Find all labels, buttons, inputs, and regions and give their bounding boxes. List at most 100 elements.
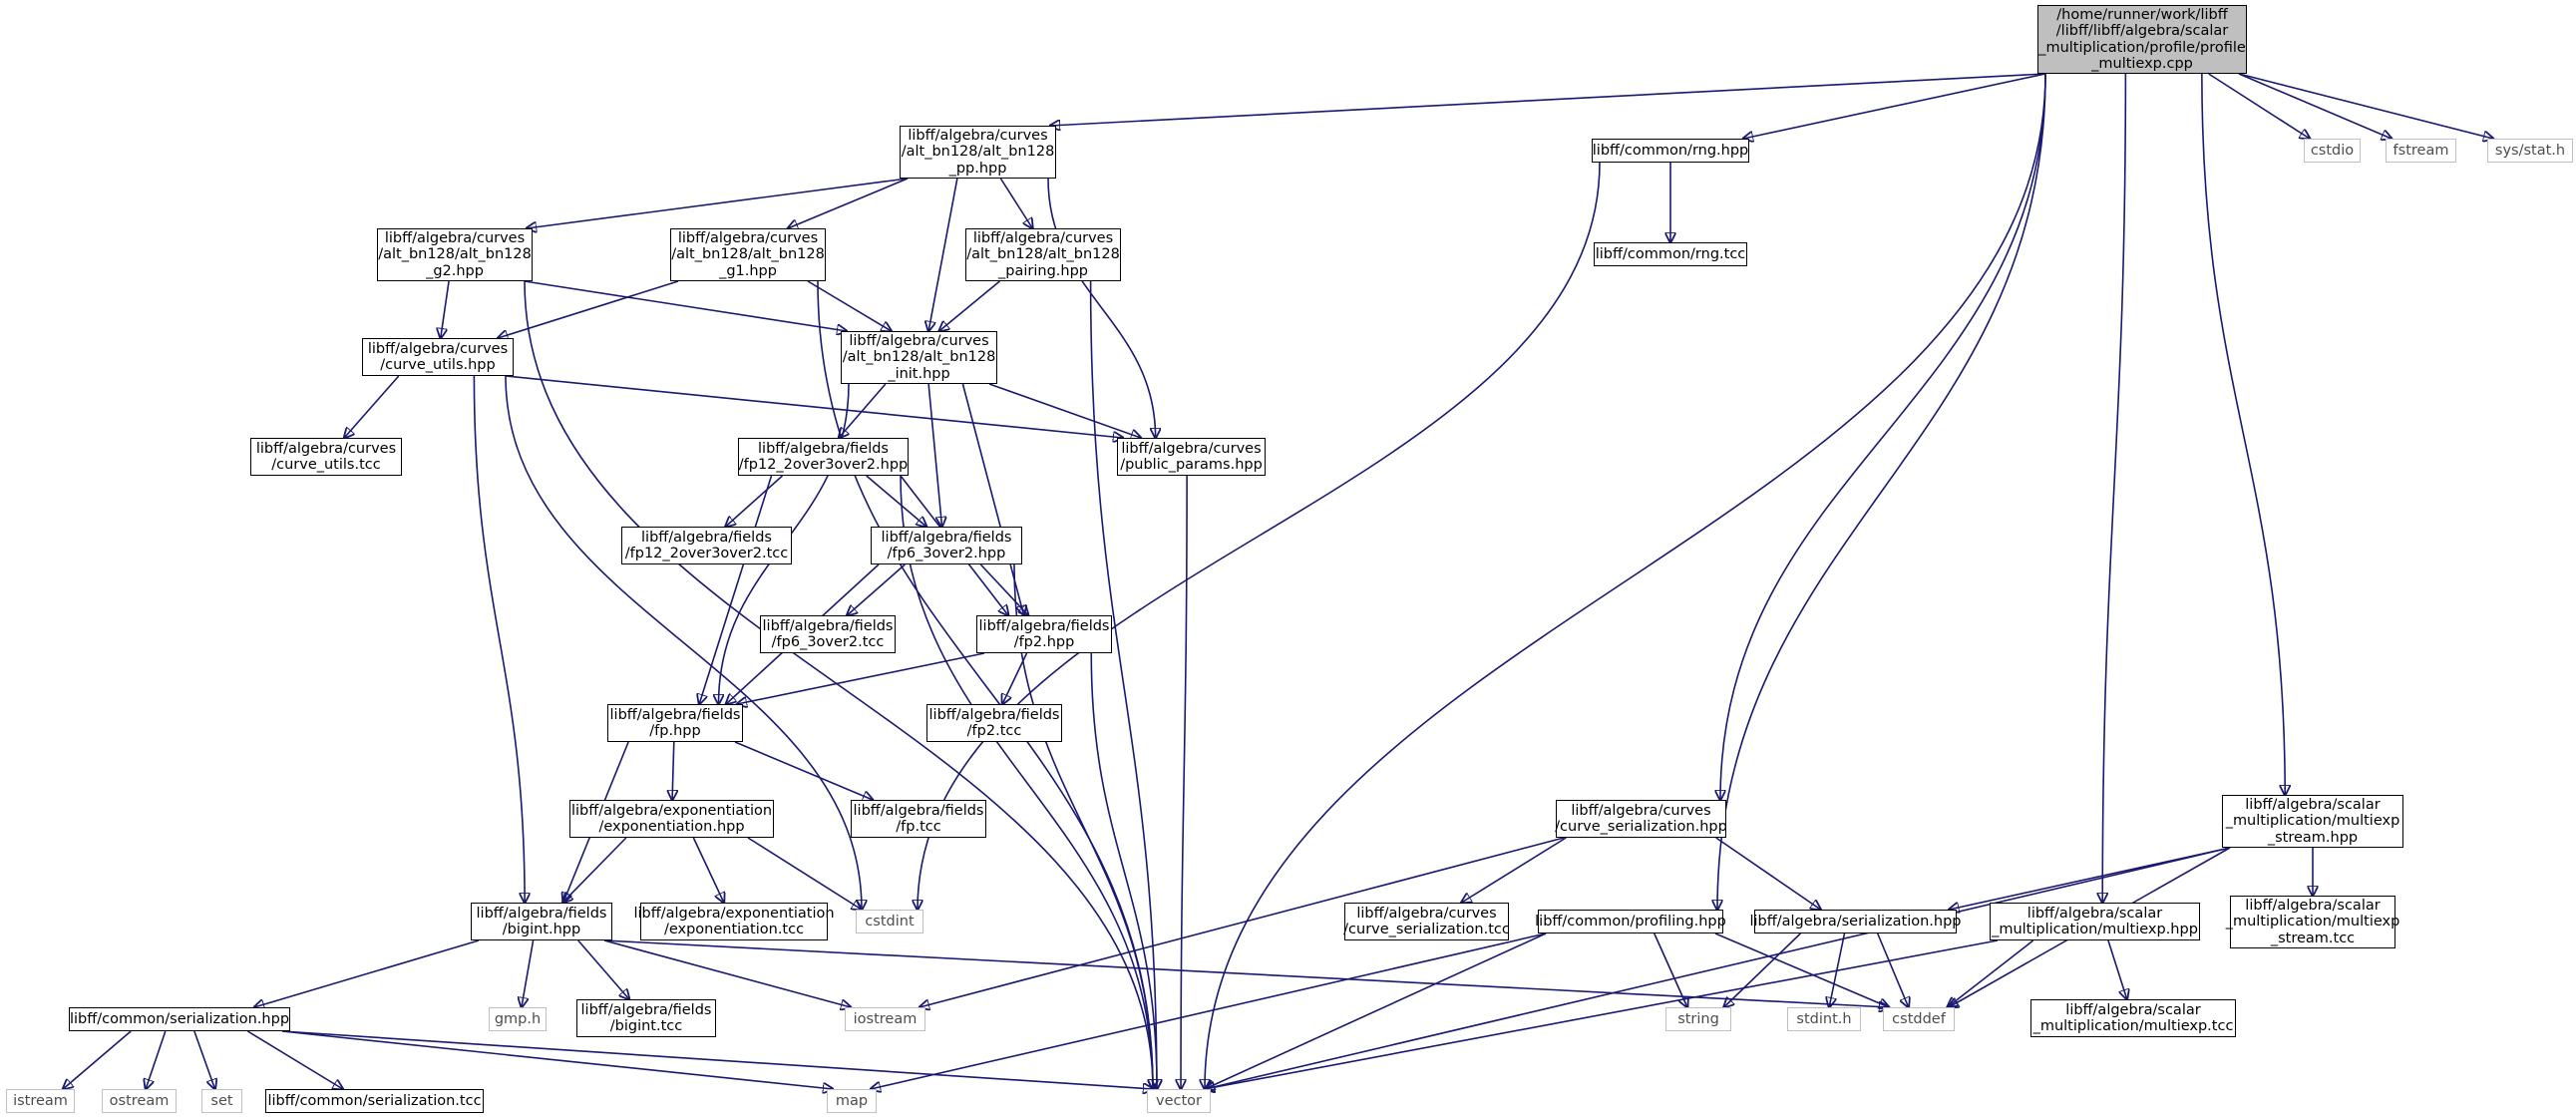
edge-serhpp-to-istream <box>63 1030 132 1089</box>
edge-pairing-to-init <box>939 280 1000 331</box>
edge-curveutils-to-curveutilstcc <box>344 375 400 438</box>
edge-fp6-to-vector <box>1013 563 1153 1089</box>
graph-node-label: libff/algebra/scalar _multiplication/mul… <box>2225 796 2400 846</box>
edge-root-to-cstdio <box>2208 73 2310 139</box>
graph-node-label: libff/common/profiling.hpp <box>1535 913 1726 930</box>
edge-g1-to-init <box>807 280 892 331</box>
graph-node-fp6[interactable]: libff/algebra/fields /fp6_3over2.hpp <box>871 527 1022 564</box>
graph-node-label: libff/algebra/curves /alt_bn128/alt_bn12… <box>966 229 1120 279</box>
graph-node-label: libff/algebra/curves /curve_serializatio… <box>1343 905 1510 938</box>
graph-node-fptcc[interactable]: libff/algebra/fields /fp.tcc <box>851 800 986 838</box>
graph-node-fp2[interactable]: libff/algebra/fields /fp2.hpp <box>976 615 1112 653</box>
graph-node-rngtcc[interactable]: libff/common/rng.tcc <box>1594 242 1747 266</box>
graph-node-label: libff/algebra/fields /fp12_2over3over2.h… <box>738 440 909 474</box>
graph-node-stdinth: stdint.h <box>1787 1007 1861 1031</box>
graph-node-label: libff/algebra/fields /fp2.hpp <box>978 617 1110 651</box>
edge-exphpp-to-exptcc <box>692 837 723 903</box>
graph-node-sertcc[interactable]: libff/common/serialization.tcc <box>265 1089 484 1113</box>
graph-node-label: map <box>835 1092 869 1109</box>
graph-node-curvesertcc[interactable]: libff/algebra/curves /curve_serializatio… <box>1343 903 1510 940</box>
edge-multiexp-to-vector <box>1205 939 1999 1089</box>
graph-node-label: libff/algebra/serialization.hpp <box>1749 913 1962 930</box>
graph-node-pp[interactable]: libff/algebra/curves /alt_bn128/alt_bn12… <box>900 126 1056 179</box>
graph-node-label: stdint.h <box>1796 1010 1852 1027</box>
graph-node-fstream: fstream <box>2386 139 2456 163</box>
graph-node-mstream[interactable]: libff/algebra/scalar _multiplication/mul… <box>2222 795 2403 848</box>
edge-bigint-to-cstddef <box>603 939 1889 1007</box>
graph-node-label: libff/algebra/fields /fp6_3over2.tcc <box>762 617 894 651</box>
edge-fp-to-fptcc <box>734 741 873 800</box>
graph-node-profiling[interactable]: libff/common/profiling.hpp <box>1535 910 1726 933</box>
graph-node-rng[interactable]: libff/common/rng.hpp <box>1592 139 1749 163</box>
edge-root-to-vector <box>1205 73 2046 1089</box>
graph-node-curveutilstcc[interactable]: libff/algebra/curves /curve_utils.tcc <box>250 438 402 476</box>
edge-fp12-to-fp12tcc <box>726 475 784 527</box>
edge-serhpp-to-sertcc <box>247 1030 342 1089</box>
graph-node-multiexp[interactable]: libff/algebra/scalar _multiplication/mul… <box>1990 903 2200 940</box>
graph-node-g2[interactable]: libff/algebra/curves /alt_bn128/alt_bn12… <box>377 228 533 281</box>
graph-node-curveser[interactable]: libff/algebra/curves /curve_serializatio… <box>1555 800 1727 838</box>
graph-node-istream: istream <box>6 1089 75 1113</box>
graph-node-mstreamtcc[interactable]: libff/algebra/scalar _multiplication/mul… <box>2226 896 2399 948</box>
graph-node-label: libff/algebra/exponentiation /exponentia… <box>570 802 773 836</box>
edge-pubparams-to-vector <box>1181 475 1188 1089</box>
graph-node-label: libff/algebra/scalar _multiplication/mul… <box>2032 1001 2234 1035</box>
graph-node-label: libff/algebra/fields /bigint.tcc <box>580 1001 712 1035</box>
graph-node-label: libff/algebra/fields /fp6_3over2.hpp <box>881 529 1012 562</box>
edge-g1-to-curveutils <box>498 280 679 338</box>
graph-node-label: libff/algebra/scalar _multiplication/mul… <box>2225 897 2400 946</box>
graph-node-pairing[interactable]: libff/algebra/curves /alt_bn128/alt_bn12… <box>965 228 1121 281</box>
graph-node-g1[interactable]: libff/algebra/curves /alt_bn128/alt_bn12… <box>670 228 826 281</box>
edge-root-to-sysstat <box>2238 73 2493 139</box>
graph-node-label: cstdint <box>865 913 915 930</box>
edge-g2-to-curveutils <box>441 280 450 338</box>
edge-curveutils-to-pubparams <box>505 375 1123 438</box>
graph-node-cstddef: cstddef <box>1883 1007 1955 1031</box>
graph-node-label: fstream <box>2392 142 2449 159</box>
edge-bigint-to-serhpp <box>254 939 480 1007</box>
edge-curveser-to-algser <box>1715 837 1821 910</box>
graph-node-cstdint: cstdint <box>856 910 923 933</box>
edge-fp6-to-fp6tcc <box>847 563 906 615</box>
edge-root-to-curveser <box>1720 73 2046 800</box>
graph-node-set: set <box>201 1089 242 1113</box>
edge-mstream-to-vector <box>1205 847 2231 1089</box>
graph-node-bigint[interactable]: libff/algebra/fields /bigint.hpp <box>471 903 612 940</box>
edge-exphpp-to-cstdint <box>747 837 862 910</box>
graph-node-exptcc[interactable]: libff/algebra/exponentiation /exponentia… <box>633 903 835 940</box>
edge-pp-to-pairing <box>999 178 1032 228</box>
graph-node-init[interactable]: libff/algebra/curves /alt_bn128/alt_bn12… <box>841 331 997 384</box>
edge-root-to-multiexp <box>2102 73 2127 903</box>
graph-node-label: libff/algebra/fields /fp.hpp <box>609 706 741 740</box>
graph-node-algser[interactable]: libff/algebra/serialization.hpp <box>1750 910 1962 933</box>
graph-node-serhpp[interactable]: libff/common/serialization.hpp <box>69 1007 290 1031</box>
edge-profiling-to-string <box>1654 933 1687 1007</box>
graph-node-label: libff/common/rng.tcc <box>1595 245 1746 262</box>
graph-node-exphpp[interactable]: libff/algebra/exponentiation /exponentia… <box>569 800 774 838</box>
graph-node-label: string <box>1677 1010 1719 1027</box>
graph-node-fp2tcc[interactable]: libff/algebra/fields /fp2.tcc <box>926 704 1062 742</box>
graph-node-label: set <box>210 1092 233 1109</box>
graph-node-label: ostream <box>109 1092 170 1109</box>
graph-node-fp12tcc[interactable]: libff/algebra/fields /fp12_2over3over2.t… <box>621 527 792 564</box>
graph-node-biginttcc[interactable]: libff/algebra/fields /bigint.tcc <box>576 999 716 1037</box>
edge-profiling-to-cstddef <box>1714 933 1889 1007</box>
graph-node-label: /home/runner/work/libff /libff/libff/alg… <box>2038 6 2246 73</box>
graph-node-label: libff/common/serialization.tcc <box>267 1092 482 1109</box>
edge-root-to-mstream <box>2201 73 2285 795</box>
edge-rng-to-cstdint <box>918 162 1601 910</box>
graph-node-fp6tcc[interactable]: libff/algebra/fields /fp6_3over2.tcc <box>760 615 896 653</box>
graph-node-pubparams[interactable]: libff/algebra/curves /public_params.hpp <box>1117 438 1266 476</box>
edge-bigint-to-gmp <box>522 939 535 1007</box>
graph-node-curveutils[interactable]: libff/algebra/curves /curve_utils.hpp <box>362 338 514 376</box>
edge-pp-to-g2 <box>527 178 909 228</box>
edge-bigint-to-iostream <box>603 939 851 1007</box>
graph-node-label: libff/algebra/curves /curve_serializatio… <box>1555 802 1727 836</box>
graph-node-fp[interactable]: libff/algebra/fields /fp.hpp <box>607 704 743 742</box>
graph-node-multiexptcc[interactable]: libff/algebra/scalar _multiplication/mul… <box>2030 999 2236 1037</box>
edge-curveutils-to-bigint <box>473 375 525 903</box>
graph-node-label: gmp.h <box>494 1010 542 1027</box>
edge-serhpp-to-map <box>281 1030 833 1089</box>
graph-node-fp12[interactable]: libff/algebra/fields /fp12_2over3over2.h… <box>738 438 909 476</box>
